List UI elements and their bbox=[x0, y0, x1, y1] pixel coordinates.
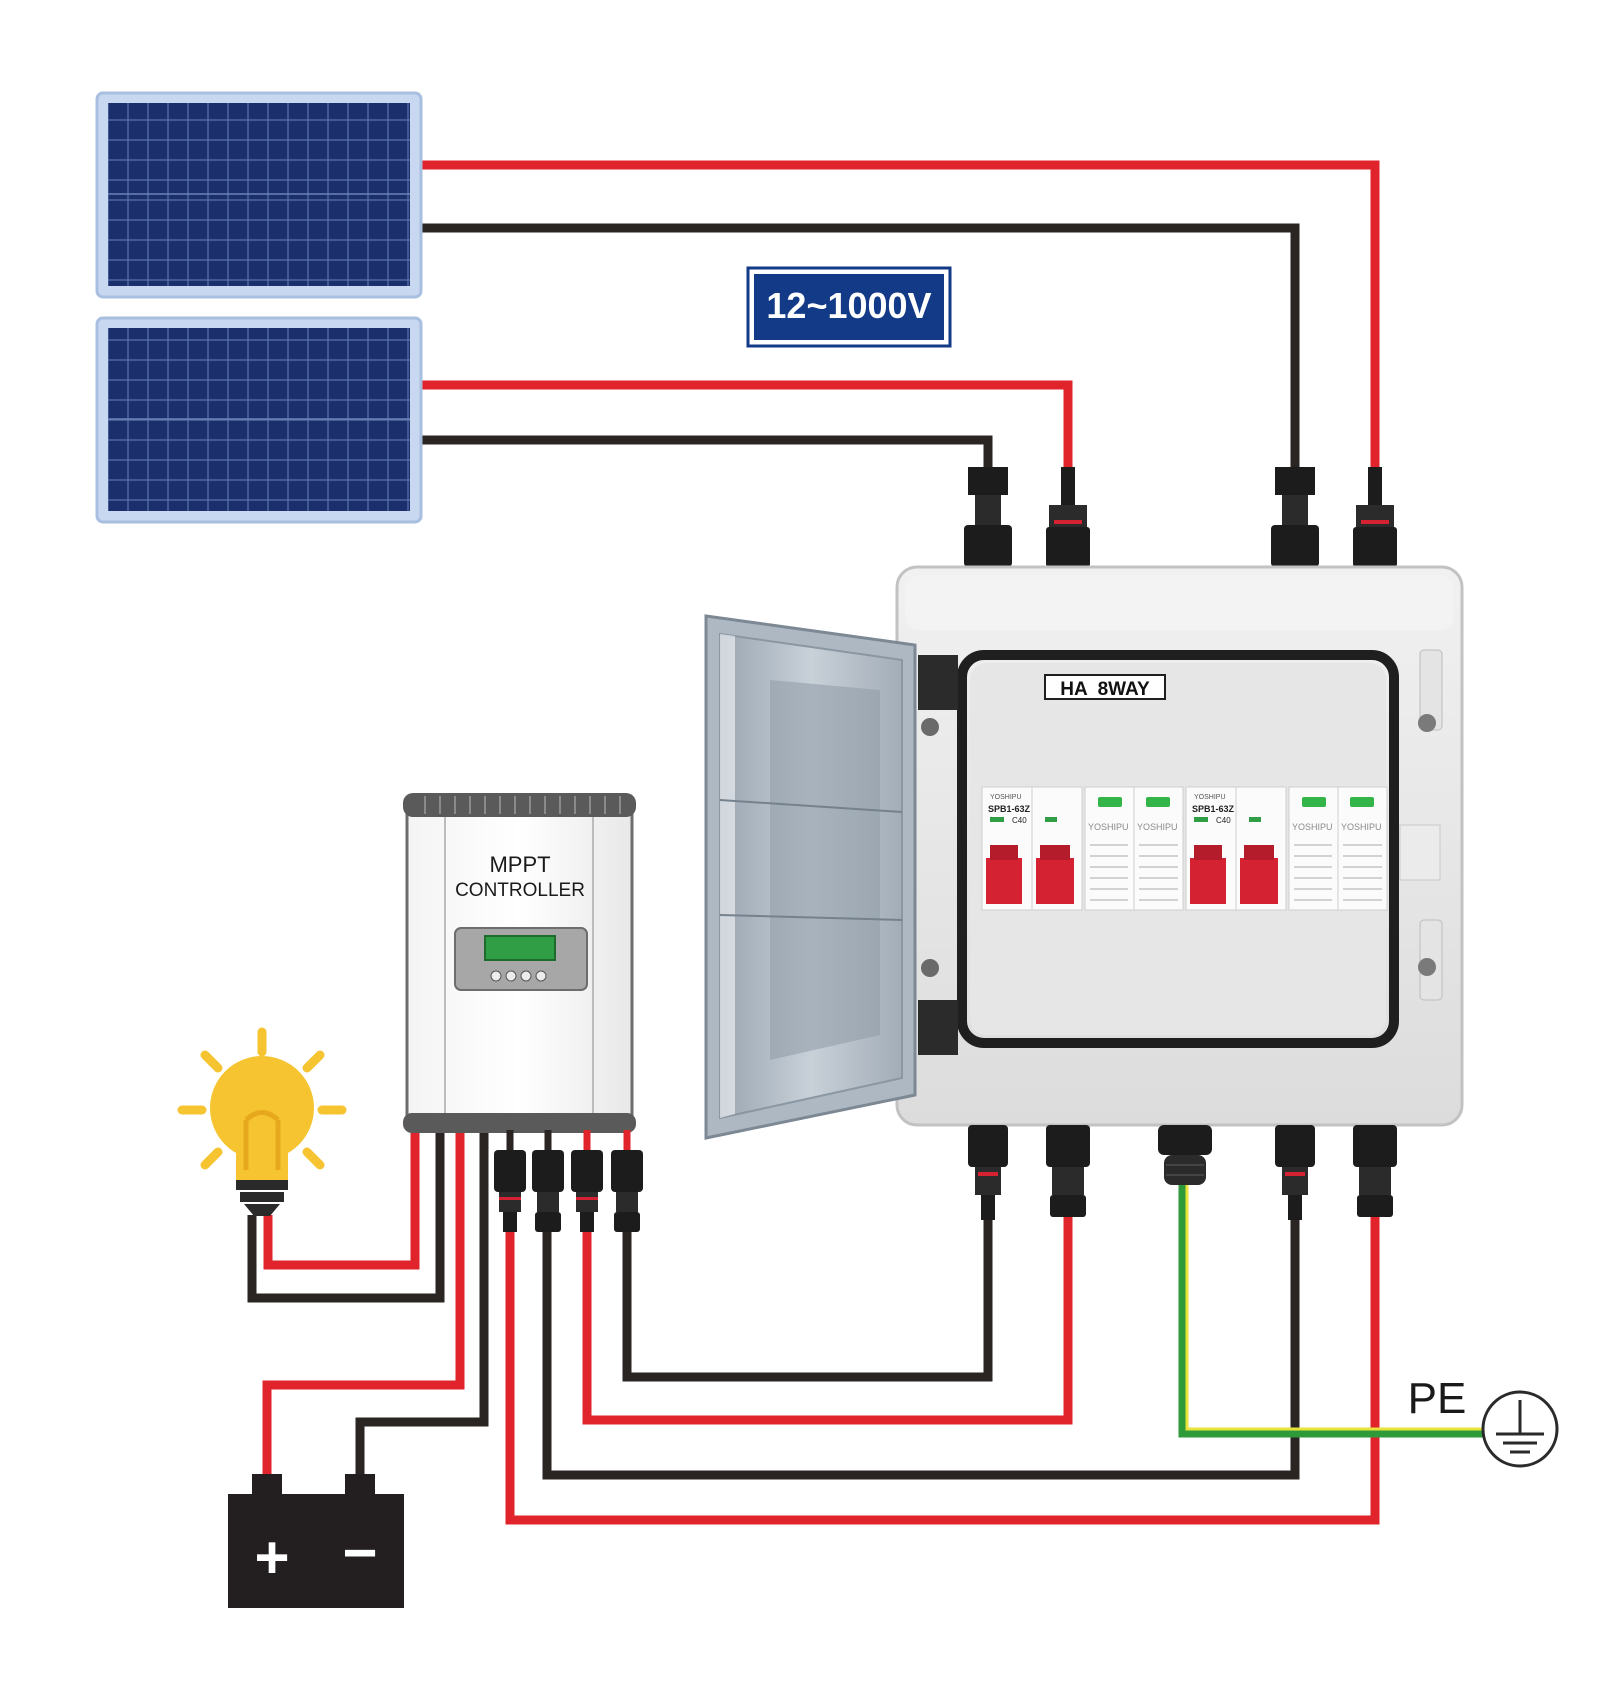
mc4-connector-icon bbox=[611, 1150, 643, 1232]
ground-symbol-icon bbox=[1481, 1390, 1559, 1468]
controller-button bbox=[505, 970, 517, 982]
wire-load-negative bbox=[247, 1130, 445, 1303]
dc-breaker-2: YOSHIPU SPB1-63Z C40 bbox=[1185, 786, 1287, 911]
mc4-connector-icon bbox=[494, 1150, 526, 1232]
breaker-brand: YOSHIPU bbox=[990, 794, 1022, 801]
controller-title-line1: MPPT bbox=[489, 852, 550, 877]
wire-ground-yellow bbox=[1185, 1185, 1488, 1431]
controller-button bbox=[490, 970, 502, 982]
combiner-box: HA 8WAY YOSHIPU SPB1-63Z C40 bbox=[895, 565, 1464, 1127]
controller-button bbox=[520, 970, 532, 982]
controller-pv-connectors bbox=[494, 1130, 643, 1232]
wire-load-positive bbox=[263, 1130, 420, 1270]
voltage-badge: 12~1000V bbox=[746, 266, 952, 348]
wire-out2-positive bbox=[505, 1215, 1380, 1525]
wire-ground-green bbox=[1178, 1185, 1488, 1438]
mc4-connector-icon bbox=[1046, 467, 1090, 567]
lightbulb-icon bbox=[177, 1027, 347, 1216]
mc4-connector-icon bbox=[532, 1150, 564, 1232]
battery-minus: − bbox=[342, 1519, 377, 1586]
combiner-box-door bbox=[704, 614, 917, 1140]
top-connectors bbox=[964, 467, 1397, 567]
battery-icon: + − bbox=[228, 1474, 404, 1608]
box-label: HA 8WAY bbox=[1060, 679, 1150, 700]
cable-gland-icon bbox=[1158, 1125, 1212, 1185]
mc4-connector-icon bbox=[968, 1125, 1008, 1220]
din-rail-modules: YOSHIPU SPB1-63Z C40 YOSHIPU YOSHIPU bbox=[981, 786, 1388, 911]
wire-panel1-negative bbox=[420, 223, 1300, 470]
surge-protector-2: YOSHIPU YOSHIPU bbox=[1288, 786, 1388, 911]
wire-out2-negative bbox=[542, 1215, 1300, 1480]
controller-title-line2: CONTROLLER bbox=[455, 880, 585, 901]
controller-button bbox=[535, 970, 547, 982]
wire-panel1-positive bbox=[420, 160, 1380, 470]
mc4-connector-icon bbox=[1271, 467, 1319, 567]
wire-panel2-positive bbox=[420, 380, 1073, 470]
mppt-controller: MPPT CONTROLLER bbox=[403, 793, 636, 1133]
box-label-plate bbox=[1044, 674, 1166, 700]
mc4-connector-icon bbox=[1275, 1125, 1315, 1220]
spd-brand: YOSHIPU bbox=[1341, 822, 1382, 832]
wire-out1-negative bbox=[622, 1215, 993, 1382]
breaker-rating: C40 bbox=[1012, 816, 1027, 825]
ground-label: PE bbox=[1408, 1374, 1467, 1423]
spd-brand: YOSHIPU bbox=[1292, 822, 1333, 832]
wire-panel2-negative bbox=[420, 435, 993, 470]
solar-panel-1 bbox=[95, 91, 423, 299]
mc4-connector-icon bbox=[571, 1150, 603, 1232]
mc4-connector-icon bbox=[964, 467, 1012, 567]
mc4-connector-icon bbox=[1353, 467, 1397, 567]
spd-brand: YOSHIPU bbox=[1137, 822, 1178, 832]
battery-plus: + bbox=[254, 1524, 289, 1591]
breaker-brand: YOSHIPU bbox=[1194, 794, 1226, 801]
dc-breaker-1: YOSHIPU SPB1-63Z C40 bbox=[981, 786, 1083, 911]
solar-panel-2 bbox=[95, 316, 423, 524]
wire-battery-positive bbox=[262, 1130, 465, 1480]
breaker-model: SPB1-63Z bbox=[1192, 804, 1235, 814]
surge-protector-1: YOSHIPU YOSHIPU bbox=[1084, 786, 1184, 911]
breaker-rating: C40 bbox=[1216, 816, 1231, 825]
mc4-connector-icon bbox=[1046, 1125, 1090, 1217]
spd-brand: YOSHIPU bbox=[1088, 822, 1129, 832]
wires bbox=[247, 160, 1488, 1525]
wire-battery-negative bbox=[355, 1130, 489, 1480]
breaker-model: SPB1-63Z bbox=[988, 804, 1031, 814]
controller-lcd bbox=[484, 935, 556, 961]
mc4-connector-icon bbox=[1353, 1125, 1397, 1217]
voltage-label: 12~1000V bbox=[766, 285, 931, 326]
wire-out1-positive bbox=[582, 1215, 1073, 1425]
bottom-connectors bbox=[968, 1125, 1397, 1220]
